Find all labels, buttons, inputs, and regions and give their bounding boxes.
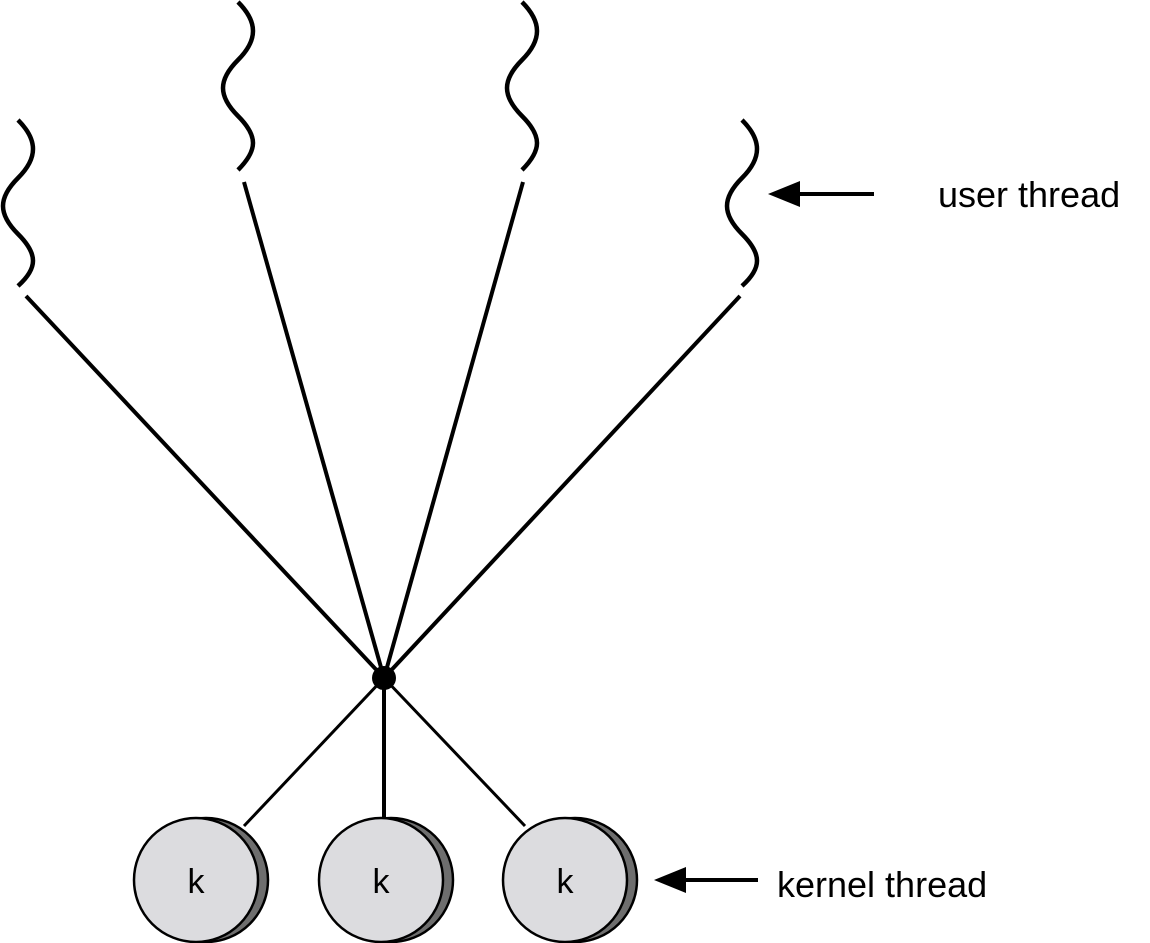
- connection-line: [242, 676, 386, 828]
- kernel-thread-label: k: [188, 863, 206, 901]
- junction-node: [372, 666, 396, 690]
- user-thread-4: [724, 118, 760, 288]
- kernel-threads: k k k: [132, 816, 639, 943]
- kernel-thread-callout: kernel thread: [654, 864, 987, 905]
- user-thread-3: [504, 0, 540, 172]
- kernel-thread-label: k: [557, 863, 575, 901]
- kernel-thread-label: kernel thread: [777, 864, 987, 905]
- kernel-thread-arrow-head: [654, 867, 686, 893]
- user-thread-2: [220, 0, 256, 172]
- kernel-thread-3: k: [501, 816, 639, 943]
- user-thread-1: [0, 118, 36, 288]
- connection-line: [382, 294, 742, 680]
- user-threads: [0, 0, 760, 288]
- kernel-thread-1: k: [132, 816, 270, 943]
- connection-line: [242, 181, 386, 679]
- user-thread-arrow-head: [768, 181, 800, 207]
- kernel-thread-label: k: [373, 863, 391, 901]
- kernel-connections: [242, 676, 527, 828]
- kernel-thread-2: k: [317, 816, 455, 943]
- user-thread-label: user thread: [938, 174, 1120, 215]
- connection-line: [24, 294, 386, 680]
- connection-line: [382, 676, 527, 828]
- user-connections: [24, 181, 742, 680]
- user-thread-callout: user thread: [768, 174, 1120, 215]
- connection-line: [382, 181, 525, 679]
